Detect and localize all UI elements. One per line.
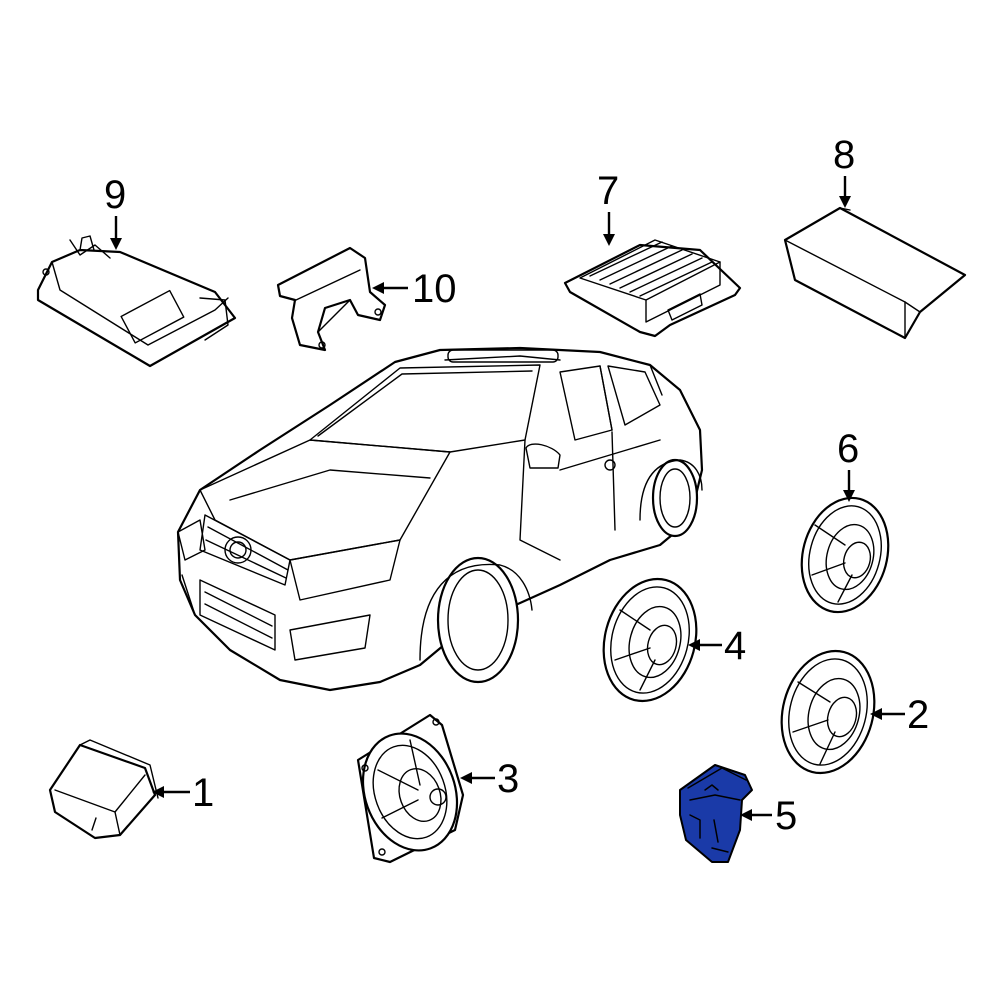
callout-1-label: 1 <box>192 771 214 815</box>
part-4-speaker[interactable] <box>590 568 709 711</box>
callout-1: 1 <box>152 771 214 815</box>
callout-8: 8 <box>833 133 855 208</box>
callout-2-label: 2 <box>907 693 929 737</box>
callout-10: 10 <box>372 267 457 311</box>
part-5-speaker-housing-highlighted[interactable] <box>679 764 753 863</box>
part-3-speaker[interactable] <box>347 713 473 864</box>
callout-9-label: 9 <box>104 173 126 217</box>
part-2-speaker[interactable] <box>768 640 887 783</box>
part-1-control-module[interactable] <box>48 739 159 840</box>
callout-4: 4 <box>688 624 746 668</box>
callout-2: 2 <box>870 693 929 737</box>
callout-10-label: 10 <box>412 267 457 311</box>
part-7-amplifier[interactable] <box>563 239 742 338</box>
callout-3-label: 3 <box>497 757 519 801</box>
callout-6: 6 <box>837 427 859 502</box>
part-10-bracket[interactable] <box>276 246 387 352</box>
callout-4-label: 4 <box>724 624 746 668</box>
callout-6-label: 6 <box>837 427 859 471</box>
part-8-cover-panel[interactable] <box>783 206 967 340</box>
part-9-mounting-plate[interactable] <box>36 235 237 368</box>
callout-5-label: 5 <box>775 794 797 838</box>
callout-7: 7 <box>597 169 619 246</box>
callout-8-label: 8 <box>833 133 855 177</box>
callout-5: 5 <box>740 794 797 838</box>
callout-9: 9 <box>104 173 126 250</box>
callout-7-label: 7 <box>597 169 619 213</box>
vehicle-sedan <box>176 346 704 692</box>
callout-3: 3 <box>460 757 519 801</box>
part-6-speaker[interactable] <box>789 488 900 622</box>
